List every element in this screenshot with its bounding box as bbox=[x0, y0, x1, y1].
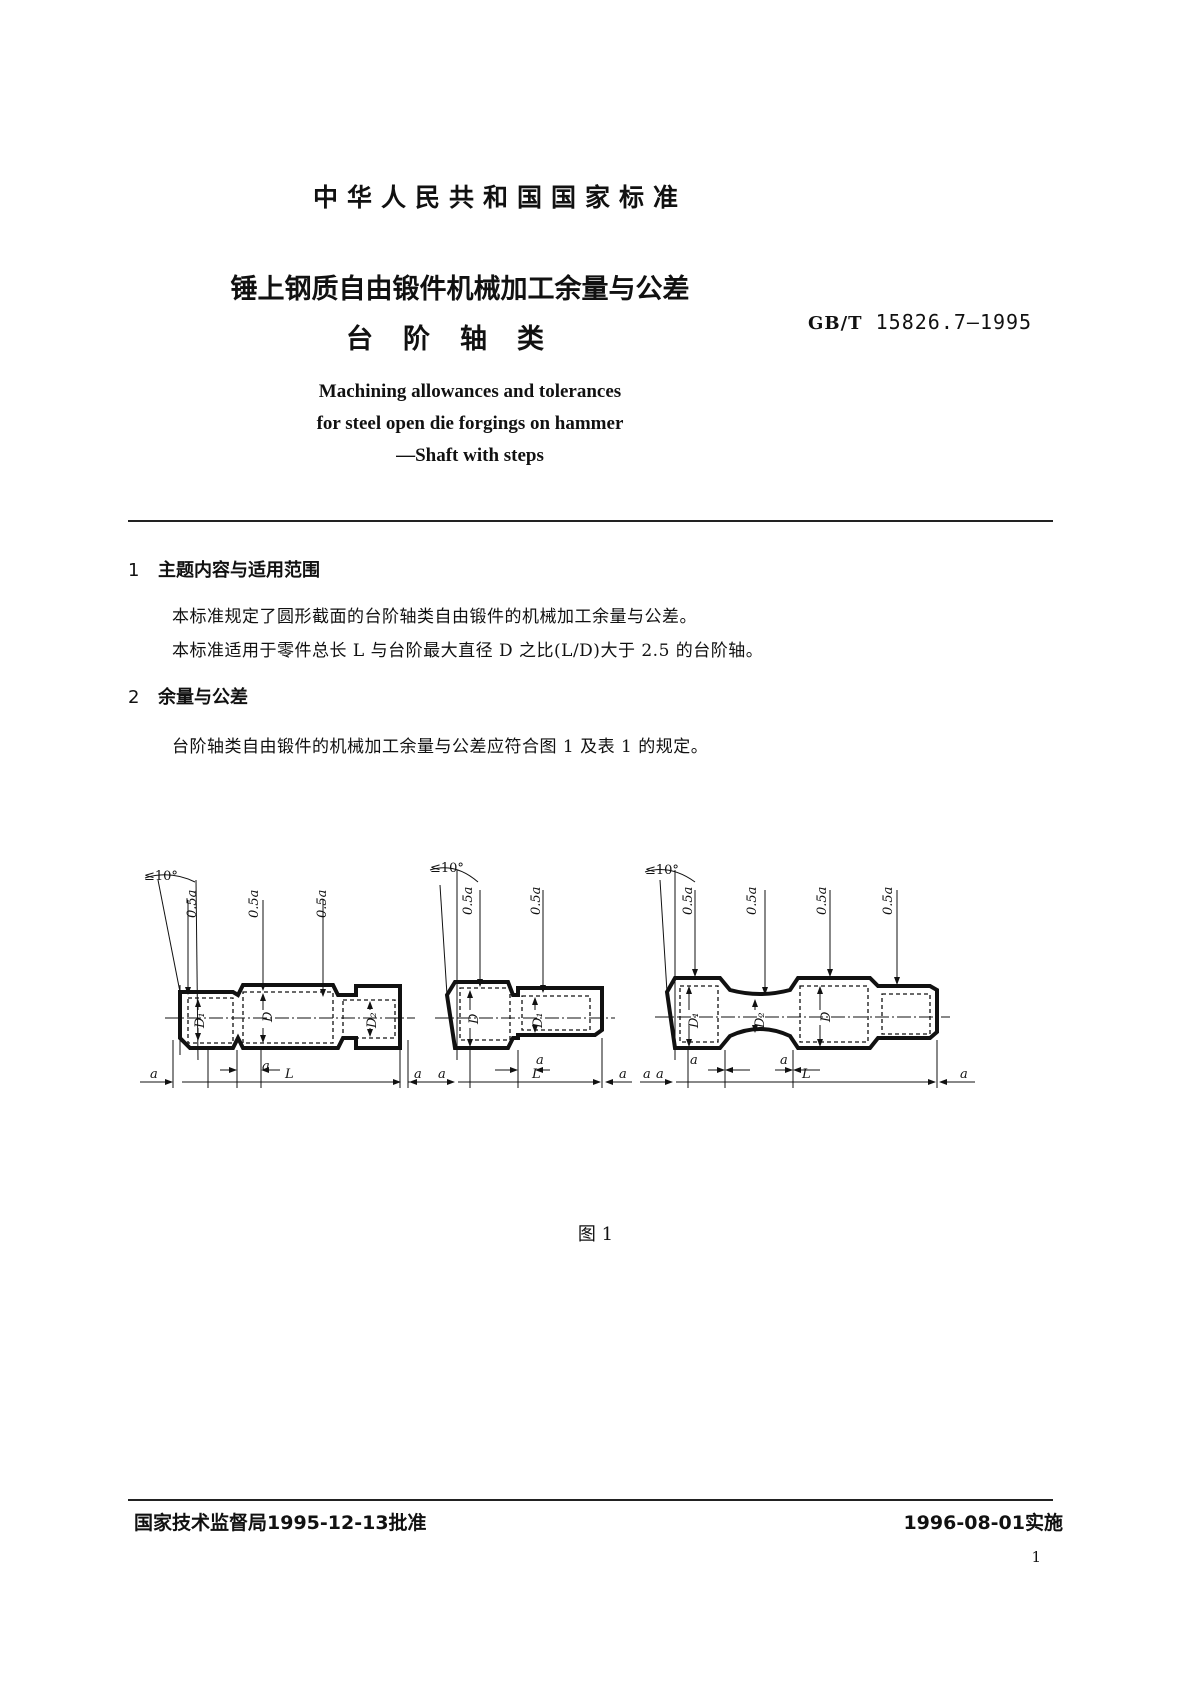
standard-number: GB/T 15826.7—1995 bbox=[808, 310, 1032, 334]
half-allowance-label: 0.5a bbox=[247, 890, 262, 918]
allowance-label: a bbox=[536, 1053, 544, 1068]
half-allowance-label: 0.5a bbox=[529, 887, 544, 915]
allowance-label: a bbox=[643, 1067, 651, 1082]
allowance-label: a bbox=[960, 1067, 968, 1082]
section-2-paragraph-1: 台阶轴类自由锻件的机械加工余量与公差应符合图 1 及表 1 的规定。 bbox=[172, 737, 709, 757]
half-allowance-label: 0.5a bbox=[681, 887, 696, 915]
diameter-label: D bbox=[467, 1013, 482, 1025]
half-allowance-label: 0.5a bbox=[745, 887, 760, 915]
allowance-label: a bbox=[656, 1067, 664, 1082]
national-standard-heading: 中华人民共和国国家标准 bbox=[312, 183, 687, 212]
section-2-title: 余量与公差 bbox=[158, 687, 248, 708]
diameter-label: D bbox=[261, 1011, 276, 1023]
section-1-number: 1 bbox=[128, 560, 140, 581]
half-allowance-label: 0.5a bbox=[881, 887, 896, 915]
shaft-drawing-1 bbox=[140, 874, 440, 1088]
length-label: L bbox=[801, 1067, 811, 1082]
allowance-label: a bbox=[690, 1053, 698, 1068]
figure-1-drawing: ≤10° 0.5a 0.5a 0.5a D₁ D D₂ a a L a ≤10° bbox=[140, 861, 975, 1088]
footer-divider bbox=[128, 1499, 1053, 1501]
angle-label: ≤10° bbox=[430, 861, 464, 876]
shaft-drawing-2 bbox=[408, 867, 632, 1088]
section-1-heading: 1 主题内容与适用范围 bbox=[128, 556, 320, 582]
angle-label: ≤10° bbox=[144, 869, 178, 884]
diameter-2-label: D₂ bbox=[365, 1012, 380, 1029]
half-allowance-label: 0.5a bbox=[185, 890, 200, 918]
angle-label: ≤10° bbox=[645, 863, 679, 878]
english-title-line-2: for steel open die forgings on hammer bbox=[316, 413, 624, 434]
section-1-paragraph-2: 本标准适用于零件总长 L 与台阶最大直径 D 之比(L/D)大于 2.5 的台阶… bbox=[172, 641, 764, 661]
english-title-line-1: Machining allowances and tolerances bbox=[318, 381, 622, 402]
approval-date: 国家技术监督局1995-12-13批准 bbox=[134, 1512, 427, 1534]
standard-prefix: GB/T bbox=[808, 313, 863, 334]
shaft-drawing-2-labels: ≤10° 0.5a 0.5a D D₁ a a L a bbox=[430, 861, 627, 1082]
document-title-line-1: 锤上钢质自由锻件机械加工余量与公差 bbox=[230, 274, 690, 305]
half-allowance-label: 0.5a bbox=[315, 890, 330, 918]
allowance-label: a bbox=[150, 1067, 158, 1082]
document-title-line-2: 台阶轴类 bbox=[346, 324, 574, 355]
shaft-drawing-3-labels: ≤10° 0.5a 0.5a 0.5a 0.5a D₁ D₂ D a a a a… bbox=[643, 863, 968, 1082]
length-label: L bbox=[531, 1067, 541, 1082]
standard-code: 15826.7—1995 bbox=[875, 310, 1033, 334]
allowance-label: a bbox=[438, 1067, 446, 1082]
diameter-2-label: D₂ bbox=[753, 1012, 768, 1029]
length-label: L bbox=[284, 1067, 294, 1082]
figure-caption: 图 1 bbox=[577, 1224, 614, 1245]
allowance-label: a bbox=[262, 1059, 270, 1074]
section-1-paragraph-1: 本标准规定了圆形截面的台阶轴类自由锻件的机械加工余量与公差。 bbox=[172, 607, 697, 627]
section-1-title: 主题内容与适用范围 bbox=[158, 560, 320, 581]
shaft-drawing-1-labels: ≤10° 0.5a 0.5a 0.5a D₁ D D₂ a a L a bbox=[144, 869, 422, 1082]
page-number: 1 bbox=[1031, 1548, 1041, 1566]
english-title-line-3: —Shaft with steps bbox=[396, 445, 544, 466]
half-allowance-label: 0.5a bbox=[815, 887, 830, 915]
english-title: Machining allowances and tolerances for … bbox=[0, 376, 940, 472]
header-divider bbox=[128, 520, 1053, 522]
diameter-label: D bbox=[819, 1011, 834, 1023]
shaft-drawing-3 bbox=[640, 869, 975, 1088]
allowance-label: a bbox=[619, 1067, 627, 1082]
diameter-1-label: D₁ bbox=[193, 1012, 208, 1029]
allowance-label: a bbox=[780, 1053, 788, 1068]
section-2-number: 2 bbox=[128, 687, 140, 708]
section-2-heading: 2 余量与公差 bbox=[128, 683, 248, 709]
implementation-date: 1996-08-01实施 bbox=[903, 1512, 1063, 1534]
allowance-label: a bbox=[414, 1067, 422, 1082]
diameter-1-label: D₁ bbox=[531, 1012, 546, 1029]
diameter-1-label: D₁ bbox=[687, 1012, 702, 1029]
half-allowance-label: 0.5a bbox=[461, 887, 476, 915]
